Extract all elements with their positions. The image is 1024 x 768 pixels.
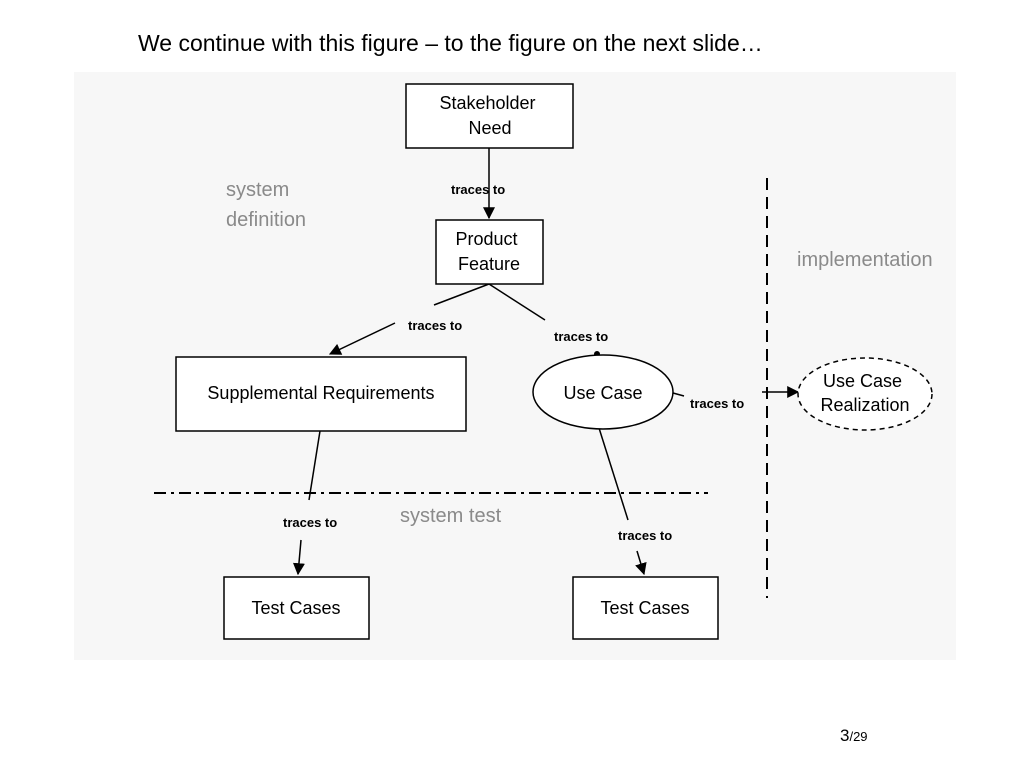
edge-label-usecase-to-realization: traces to xyxy=(690,396,744,411)
node-test-cases-right: Test Cases xyxy=(572,576,719,640)
edge-supplemental-to-testcases-top xyxy=(308,430,321,501)
svg-text:Test Cases: Test Cases xyxy=(251,598,340,618)
edge-label-feature-to-supplemental: traces to xyxy=(408,318,462,333)
region-label-implementation: implementation xyxy=(797,249,933,271)
edge-label-need-to-feature: traces to xyxy=(451,182,505,197)
node-supplemental-requirements: Supplemental Requirements xyxy=(175,356,467,432)
node-use-case: Use Case xyxy=(532,354,674,430)
page-number: 3/29 xyxy=(840,726,868,746)
svg-text:Use Case Realization: Use Case Realization xyxy=(820,371,909,415)
edge-usecase-to-testcases-top xyxy=(598,427,629,521)
edge-feature-junction-left xyxy=(433,283,490,306)
svg-text:Test Cases: Test Cases xyxy=(600,598,689,618)
node-use-case-realization: Use Case Realization xyxy=(797,357,933,431)
page-total: /29 xyxy=(849,729,868,744)
svg-text:Supplemental Requirements: Supplemental Requirements xyxy=(207,383,434,403)
edge-feature-junction-right xyxy=(488,283,546,321)
edge-usecase-to-realization xyxy=(672,392,685,397)
node-stakeholder-need: Stakeholder Need xyxy=(405,83,574,149)
edge-label-supplemental-to-testcases: traces to xyxy=(283,515,337,530)
page-current: 3 xyxy=(840,726,850,745)
slide-title: We continue with this figure – to the fi… xyxy=(138,30,763,56)
svg-text:Use Case: Use Case xyxy=(563,383,642,403)
node-product-feature: Product Feature xyxy=(435,219,544,285)
edge-label-feature-to-usecase: traces to xyxy=(554,329,608,344)
edge-supplemental-to-testcases-bottom xyxy=(292,539,305,576)
svg-text:Stakeholder Need: Stakeholder Need xyxy=(439,93,540,138)
node-test-cases-left: Test Cases xyxy=(223,576,370,640)
edge-usecase-to-testcases-bottom xyxy=(635,550,647,576)
edge-feature-to-supplemental xyxy=(328,322,396,355)
region-label-system-definition: system definition xyxy=(226,179,306,231)
region-label-system-test: system test xyxy=(400,505,502,527)
edge-label-usecase-to-testcases: traces to xyxy=(618,528,672,543)
svg-text:Product Feature: Product Feature xyxy=(455,229,522,274)
